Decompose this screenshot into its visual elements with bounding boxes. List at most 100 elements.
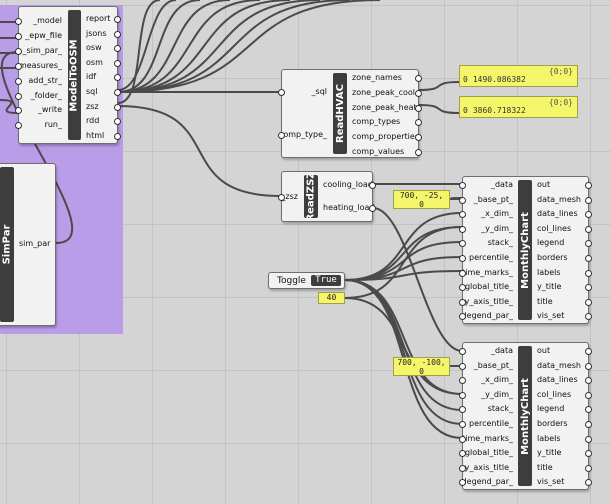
monthly-chart-2-output-grip[interactable] bbox=[585, 362, 592, 370]
model-to-osm-input-epw-file[interactable]: _epw_file bbox=[25, 30, 62, 40]
model-to-osm-input-grip[interactable] bbox=[15, 32, 22, 40]
monthly-chart-2-input-time-marks[interactable]: time_marks_ bbox=[462, 433, 513, 443]
monthly-chart-2-input-global-title[interactable]: global_title_ bbox=[464, 448, 513, 458]
monthly-chart-1-input-y-axis-title[interactable]: y_axis_title_ bbox=[464, 296, 513, 306]
monthly-chart-2-output-grip[interactable] bbox=[585, 421, 592, 428]
monthly-chart-2-output-data-mesh[interactable]: data_mesh bbox=[537, 360, 581, 370]
model-to-osm-input-model[interactable]: _model bbox=[33, 16, 62, 25]
monthly-chart-2-input-percentile[interactable]: percentile_ bbox=[468, 419, 513, 428]
monthly-chart-1-input-grip[interactable] bbox=[459, 269, 466, 277]
monthly-chart-1-input-grip[interactable] bbox=[459, 298, 466, 306]
base-point-panel-1[interactable]: 700, -25, 0 bbox=[393, 190, 450, 209]
read-hvac-output-grip[interactable] bbox=[415, 75, 422, 82]
read-zsz-title-bar[interactable]: ReadZSZ bbox=[304, 175, 318, 218]
monthly-chart-1-input-percentile[interactable]: percentile_ bbox=[468, 253, 513, 262]
read-hvac-input-comp-type[interactable]: comp_type_ bbox=[278, 130, 327, 139]
read-zsz-output-grip[interactable] bbox=[369, 205, 376, 212]
monthly-chart-1-title-bar[interactable]: MonthlyChart bbox=[518, 180, 532, 320]
monthly-chart-1-input-data[interactable]: _data bbox=[490, 180, 513, 189]
toggle-value[interactable]: True bbox=[311, 275, 341, 286]
monthly-chart-1-output-grip[interactable] bbox=[585, 225, 592, 233]
monthly-chart-2-input-grip[interactable] bbox=[459, 362, 466, 370]
monthly-chart-1-output-grip[interactable] bbox=[585, 211, 592, 219]
monthly-chart-2-output-labels[interactable]: labels bbox=[537, 433, 561, 443]
read-hvac-input-grip[interactable] bbox=[278, 132, 285, 139]
read-hvac-output-grip[interactable] bbox=[415, 119, 422, 127]
monthly-chart-1-input-x-dim[interactable]: _x_dim_ bbox=[481, 209, 513, 219]
monthly-chart-1-input-stack[interactable]: stack_ bbox=[487, 238, 513, 248]
model-to-osm-output-grip[interactable] bbox=[114, 16, 121, 23]
monthly-chart-2-input-y-dim[interactable]: _y_dim_ bbox=[481, 389, 513, 399]
monthly-chart-1-input-grip[interactable] bbox=[459, 211, 466, 219]
monthly-chart-1-output-data-lines[interactable]: data_lines bbox=[537, 209, 578, 219]
model-to-osm-input-grip[interactable] bbox=[15, 18, 22, 25]
monthly-chart-1-output-grip[interactable] bbox=[585, 196, 592, 204]
monthly-chart-2-output-data-lines[interactable]: data_lines bbox=[537, 375, 578, 385]
read-hvac-output-grip[interactable] bbox=[415, 134, 422, 142]
model-to-osm-output-grip[interactable] bbox=[114, 103, 121, 111]
model-to-osm-output-grip[interactable] bbox=[114, 132, 121, 140]
model-to-osm-input-measures[interactable]: measures_ bbox=[18, 60, 62, 70]
monthly-chart-1-output-title[interactable]: title bbox=[537, 296, 553, 306]
sim-par-output-sim-par[interactable]: sim_par bbox=[19, 239, 51, 248]
model-to-osm-output-grip[interactable] bbox=[114, 59, 121, 67]
read-hvac-output-grip[interactable] bbox=[415, 89, 422, 97]
read-zsz-input-grip[interactable] bbox=[278, 194, 285, 201]
monthly-chart-1-output-grip[interactable] bbox=[585, 255, 592, 262]
monthly-chart-2-output-grip[interactable] bbox=[585, 348, 592, 355]
monthly-chart-2-output-grip[interactable] bbox=[585, 406, 592, 414]
monthly-chart-2-output-grip[interactable] bbox=[585, 479, 592, 487]
sim-par-component[interactable]: SimPar sim_par bbox=[0, 163, 56, 326]
monthly-chart-1-input-base-pt[interactable]: _base_pt_ bbox=[473, 194, 513, 204]
read-hvac-input-grip[interactable] bbox=[278, 89, 285, 96]
monthly-chart-1-input-y-dim[interactable]: _y_dim_ bbox=[481, 223, 513, 233]
monthly-chart-1-input-grip[interactable] bbox=[459, 240, 466, 248]
monthly-chart-2-input-stack[interactable]: stack_ bbox=[487, 404, 513, 414]
monthly-chart-1-output-grip[interactable] bbox=[585, 284, 592, 292]
read-zsz-input-zsz[interactable]: _zsz bbox=[281, 192, 298, 201]
read-hvac-output-grip[interactable] bbox=[415, 149, 422, 156]
read-hvac-title-bar[interactable]: ReadHVAC bbox=[333, 73, 347, 154]
model-to-osm-component[interactable]: ModelToOSM _model_epw_file_sim_par_measu… bbox=[15, 6, 121, 144]
model-to-osm-output-idf[interactable]: idf bbox=[86, 72, 97, 82]
monthly-chart-2-input-grip[interactable] bbox=[459, 464, 466, 472]
monthly-chart-1-output-vis-set[interactable]: vis_set bbox=[537, 311, 565, 321]
monthly-chart-2-input-grip[interactable] bbox=[459, 391, 466, 399]
monthly-chart-2-input-grip[interactable] bbox=[459, 377, 466, 385]
monthly-chart-2-input-x-dim[interactable]: _x_dim_ bbox=[481, 375, 513, 385]
read-hvac-output-zone-peak-heat[interactable]: zone_peak_heat bbox=[352, 102, 417, 112]
monthly-chart-2-output-col-lines[interactable]: col_lines bbox=[537, 389, 572, 399]
monthly-chart-1-input-global-title[interactable]: global_title_ bbox=[464, 282, 513, 292]
monthly-chart-2-output-grip[interactable] bbox=[585, 435, 592, 443]
model-to-osm-input-write[interactable]: _write bbox=[37, 105, 62, 115]
monthly-chart-2-output-borders[interactable]: borders bbox=[537, 419, 568, 428]
monthly-chart-1-input-grip[interactable] bbox=[459, 225, 466, 233]
monthly-chart-2-title-bar[interactable]: MonthlyChart bbox=[518, 346, 532, 486]
base-point-panel-2[interactable]: 700, -100, 0 bbox=[393, 357, 450, 376]
read-zsz-output-heating-load[interactable]: heating_load bbox=[323, 203, 375, 212]
monthly-chart-1-output-col-lines[interactable]: col_lines bbox=[537, 223, 572, 233]
model-to-osm-input-add-str[interactable]: add_str_ bbox=[28, 75, 62, 85]
monthly-chart-2-input-grip[interactable] bbox=[459, 435, 466, 443]
model-to-osm-output-sql[interactable]: sql bbox=[86, 87, 98, 96]
monthly-chart-2-input-grip[interactable] bbox=[459, 406, 466, 414]
model-to-osm-output-zsz[interactable]: zsz bbox=[86, 101, 99, 111]
monthly-chart-1-output-grip[interactable] bbox=[585, 182, 592, 189]
boolean-toggle[interactable]: Toggle True bbox=[268, 272, 345, 289]
model-to-osm-output-grip[interactable] bbox=[114, 89, 121, 96]
monthly-chart-1-output-legend[interactable]: legend bbox=[537, 238, 565, 248]
monthly-chart-2-input-grip[interactable] bbox=[459, 450, 466, 458]
model-to-osm-output-report[interactable]: report bbox=[86, 14, 111, 23]
monthly-chart-2-input-data[interactable]: _data bbox=[490, 346, 513, 355]
model-to-osm-output-grip[interactable] bbox=[114, 30, 121, 38]
monthly-chart-2-output-legend[interactable]: legend bbox=[537, 404, 565, 414]
read-hvac-output-comp-types[interactable]: comp_types bbox=[352, 117, 401, 127]
model-to-osm-title-bar[interactable]: ModelToOSM bbox=[68, 10, 81, 140]
monthly-chart-1-input-grip[interactable] bbox=[459, 182, 466, 189]
monthly-chart-2-output-grip[interactable] bbox=[585, 391, 592, 399]
monthly-chart-2-input-y-axis-title[interactable]: y_axis_title_ bbox=[464, 462, 513, 472]
